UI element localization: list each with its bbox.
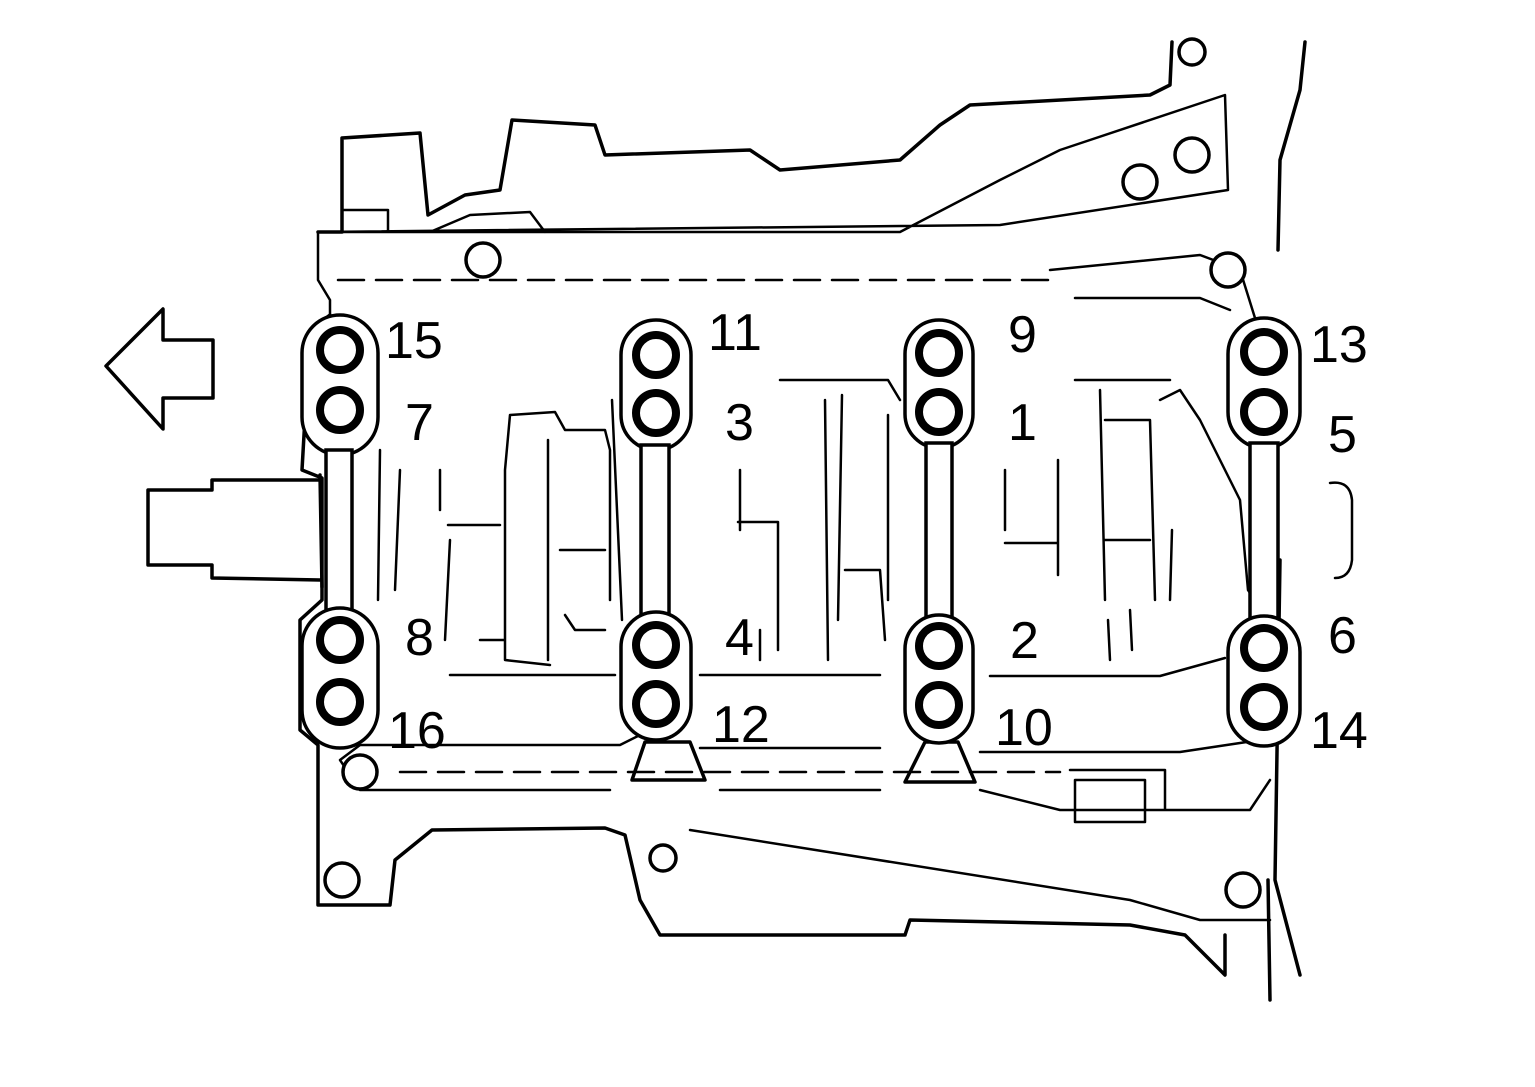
mounting-hole [1209, 251, 1247, 289]
mounting-hole [1173, 136, 1211, 174]
bolt-12 [632, 680, 680, 728]
mounting-hole [1224, 871, 1262, 909]
bolt-5 [1240, 388, 1288, 436]
bolt-label-15: 15 [385, 312, 443, 370]
bolt-1 [915, 388, 963, 436]
lower-rail [338, 656, 1262, 754]
mounting-hole [1177, 37, 1207, 67]
upper-housing-outline [316, 40, 1307, 252]
crankshaft-snout [146, 473, 324, 589]
mounting-hole [341, 753, 379, 791]
mounting-hole [464, 241, 502, 279]
bolt-label-4: 4 [725, 609, 754, 667]
bolt-9 [915, 329, 963, 377]
bolt-13 [1240, 328, 1288, 376]
bolt-label-10: 10 [995, 699, 1053, 757]
mounting-hole [1121, 163, 1159, 201]
front-arrow-icon [104, 307, 215, 431]
bolt-label-13: 13 [1310, 316, 1368, 374]
bolt-label-8: 8 [405, 609, 434, 667]
bolt-14 [1240, 683, 1288, 731]
bearing-cap-wedge [630, 740, 707, 782]
bolt-label-11: 11 [708, 304, 762, 362]
bolt-label-2: 2 [1010, 612, 1039, 670]
upper-housing-inner [316, 93, 1230, 322]
bolt-16 [316, 678, 364, 726]
bolt-3 [632, 389, 680, 437]
bolt-label-5: 5 [1328, 406, 1357, 464]
bolt-label-6: 6 [1328, 607, 1357, 665]
bolt-label-7: 7 [405, 394, 434, 452]
bolt-label-1: 1 [1008, 394, 1037, 452]
bearing-cap-3 [903, 318, 975, 745]
bolt-15 [316, 326, 364, 374]
flywheel-edge [1328, 481, 1354, 580]
bearing-cap-4 [1226, 316, 1302, 748]
bolt-7 [316, 386, 364, 434]
crankshaft-center [736, 378, 902, 662]
mounting-hole [648, 843, 678, 873]
bolt-label-9: 9 [1008, 306, 1037, 364]
bearing-cap-wedge [903, 740, 977, 784]
main-block-outline [298, 313, 1302, 1002]
bolt-2 [915, 622, 963, 670]
mounting-hole [323, 861, 361, 899]
bolt-label-12: 12 [712, 696, 770, 754]
crankshaft-journals [376, 398, 624, 667]
bolt-label-16: 16 [388, 702, 446, 760]
bolt-4 [632, 621, 680, 669]
bolt-10 [915, 681, 963, 729]
crankshaft-rear [1003, 378, 1257, 662]
bearing-cap-2 [619, 318, 693, 742]
bolt-8 [316, 616, 364, 664]
bolt-label-3: 3 [725, 394, 754, 452]
bolt-6 [1240, 624, 1288, 672]
bolt-11 [632, 331, 680, 379]
bolt-label-14: 14 [1310, 702, 1368, 760]
